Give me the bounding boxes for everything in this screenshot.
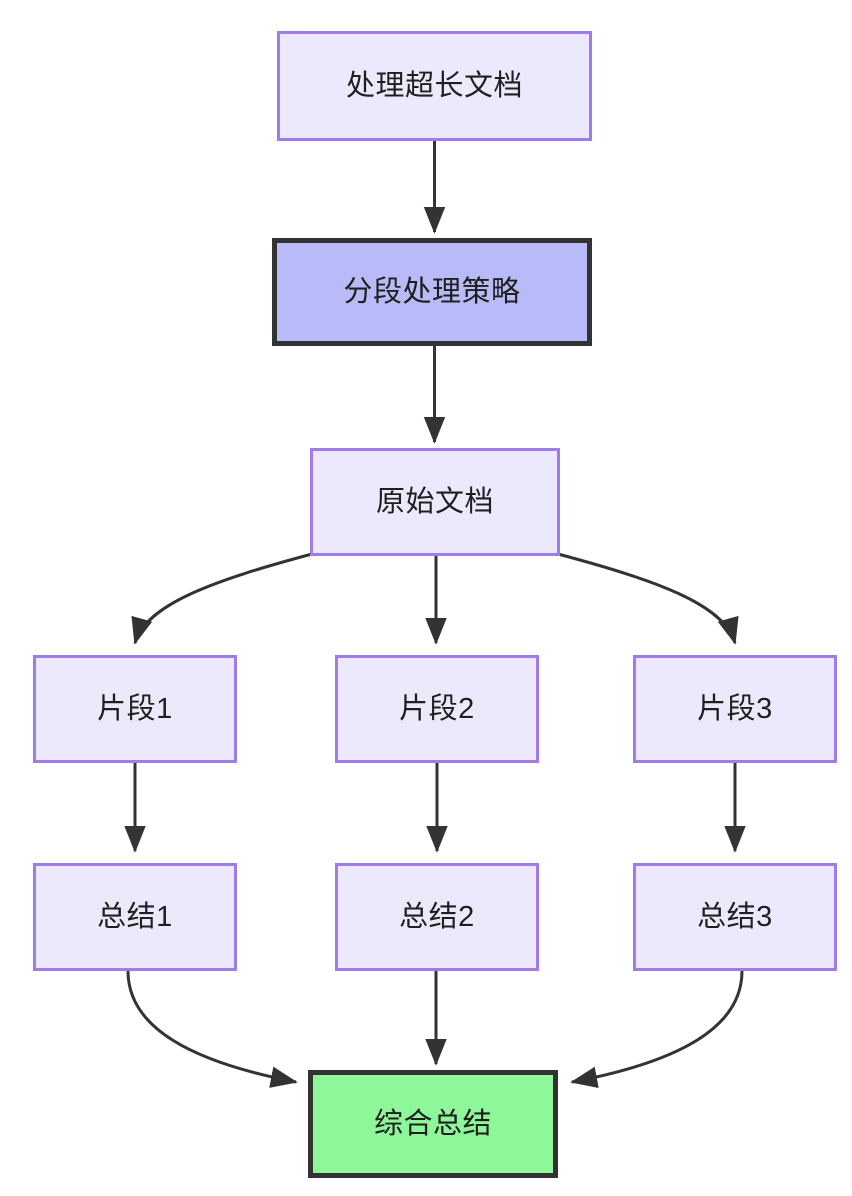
edge-summary3-to-final bbox=[570, 970, 744, 1088]
node-chunk-2[interactable]: 片段2 bbox=[335, 655, 539, 763]
node-summary-3[interactable]: 总结3 bbox=[633, 863, 837, 971]
node-source-document[interactable]: 原始文档 bbox=[310, 448, 560, 556]
edge-source-to-chunk3 bbox=[557, 552, 739, 645]
edge-source-to-chunk1 bbox=[131, 552, 313, 645]
node-summary-1[interactable]: 总结1 bbox=[33, 863, 237, 971]
node-summary-2-label: 总结2 bbox=[399, 900, 475, 933]
node-final-summary-label: 综合总结 bbox=[373, 1107, 492, 1140]
node-source-document-label: 原始文档 bbox=[375, 485, 494, 518]
node-strategy[interactable]: 分段处理策略 bbox=[272, 238, 592, 346]
node-chunk-1-label: 片段1 bbox=[97, 692, 173, 725]
node-chunk-3-label: 片段3 bbox=[697, 692, 773, 725]
node-summary-1-label: 总结1 bbox=[97, 900, 173, 933]
node-strategy-label: 分段处理策略 bbox=[343, 275, 521, 308]
node-summary-2[interactable]: 总结2 bbox=[335, 863, 539, 971]
node-chunk-2-label: 片段2 bbox=[399, 692, 475, 725]
node-final-summary[interactable]: 综合总结 bbox=[308, 1070, 558, 1178]
node-doc-label: 处理超长文档 bbox=[345, 69, 523, 102]
edge-summary1-to-final bbox=[126, 970, 298, 1088]
node-chunk-3[interactable]: 片段3 bbox=[633, 655, 837, 763]
node-doc[interactable]: 处理超长文档 bbox=[277, 31, 592, 141]
node-chunk-1[interactable]: 片段1 bbox=[33, 655, 237, 763]
node-summary-3-label: 总结3 bbox=[697, 900, 773, 933]
